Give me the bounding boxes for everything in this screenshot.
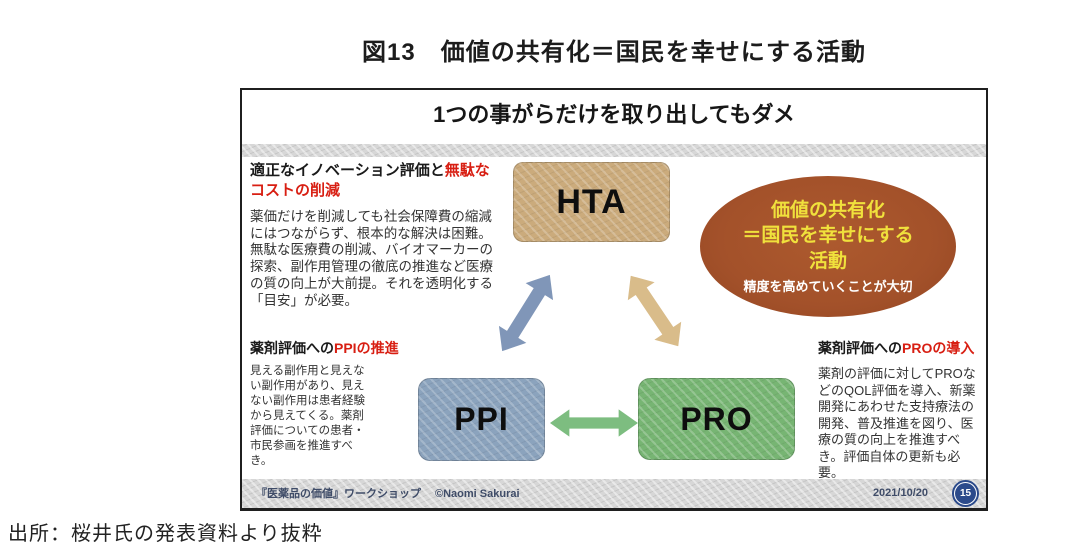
footer-date: 2021/10/20 bbox=[872, 487, 928, 499]
ppi-section-heading: 薬剤評価へのPPIの推進 bbox=[250, 339, 420, 357]
ellipse-title-line2: ＝国民を幸せにする bbox=[742, 225, 914, 247]
ppi-heading-red: PPIの推進 bbox=[334, 340, 399, 356]
double-arrow-icon bbox=[498, 274, 554, 352]
value-sharing-ellipse: 価値の共有化 ＝国民を幸せにする 活動 精度を高めていくことが大切 bbox=[700, 176, 956, 317]
ellipse-title-line1: 価値の共有化 bbox=[770, 200, 885, 222]
pro-heading-red: PROの導入 bbox=[902, 340, 975, 356]
pro-box-label: PRO bbox=[680, 400, 753, 437]
pro-box: PRO bbox=[638, 378, 795, 460]
double-arrow-icon bbox=[627, 275, 682, 347]
arrow-hta-pro bbox=[615, 265, 694, 357]
hta-heading-black: 適正なイノベーション評価と bbox=[250, 162, 445, 179]
hta-section: 適正なイノベーション評価と無駄なコストの削減 薬価だけを削減しても社会保障費の縮… bbox=[250, 161, 502, 309]
workshop-label: 『医薬品の価値』ワークショップ bbox=[256, 488, 421, 500]
copyright-label: ©Naomi Sakurai bbox=[435, 488, 520, 500]
pro-section-body: 薬剤の評価に対してPROなどのQOL評価を導入、新薬開発にあわせた支持療法の開発… bbox=[818, 366, 976, 481]
slide-footer: 『医薬品の価値』ワークショップ ©Naomi Sakurai 2021/10/20… bbox=[242, 479, 986, 508]
ppi-heading-black: 薬剤評価への bbox=[250, 340, 334, 356]
arrow-hta-ppi bbox=[486, 265, 566, 361]
hta-box-label: HTA bbox=[556, 182, 627, 221]
hta-heading-red: 無駄なコストの削減 bbox=[250, 162, 490, 199]
ellipse-title-line3: 活動 bbox=[808, 250, 847, 272]
ellipse-subtitle: 精度を高めていくことが大切 bbox=[743, 278, 913, 294]
ppi-section: 薬剤評価へのPPIの推進 見える副作用と見えない副作用があり、見えない副作用は患… bbox=[250, 339, 420, 469]
source-note: 出所：桜井氏の発表資料より抜粋 bbox=[8, 523, 323, 545]
slide: 1つの事がらだけを取り出してもダメ 適正なイノベーション評価と無駄なコストの削減… bbox=[240, 88, 988, 511]
page-number-badge: 15 bbox=[952, 480, 979, 507]
ppi-box: PPI bbox=[418, 378, 545, 461]
divider-band bbox=[242, 144, 986, 157]
arrow-ppi-pro bbox=[550, 407, 638, 439]
pro-section-heading: 薬剤評価へのPROの導入 bbox=[818, 339, 986, 357]
ppi-section-body: 見える副作用と見えない副作用があり、見えない副作用は患者経験から見えてくる。薬剤… bbox=[250, 365, 365, 467]
footer-credit: 『医薬品の価値』ワークショップ ©Naomi Sakurai bbox=[256, 485, 520, 501]
hta-section-body: 薬価だけを削減しても社会保障費の縮減にはつながらず、根本的な解決は困難。無駄な医… bbox=[250, 209, 493, 308]
hta-box: HTA bbox=[513, 162, 670, 242]
ppi-box-label: PPI bbox=[454, 401, 509, 437]
hta-section-heading: 適正なイノベーション評価と無駄なコストの削減 bbox=[250, 161, 500, 200]
double-arrow-icon bbox=[550, 409, 638, 437]
pro-section: 薬剤評価へのPROの導入 薬剤の評価に対してPROなどのQOL評価を導入、新薬開… bbox=[818, 339, 986, 482]
page-number: 15 bbox=[955, 483, 976, 504]
slide-title: 1つの事がらだけを取り出してもダメ bbox=[433, 102, 795, 127]
pro-heading-black: 薬剤評価への bbox=[818, 340, 902, 356]
figure-caption: 図13 価値の共有化＝国民を幸せにする活動 bbox=[362, 39, 866, 66]
